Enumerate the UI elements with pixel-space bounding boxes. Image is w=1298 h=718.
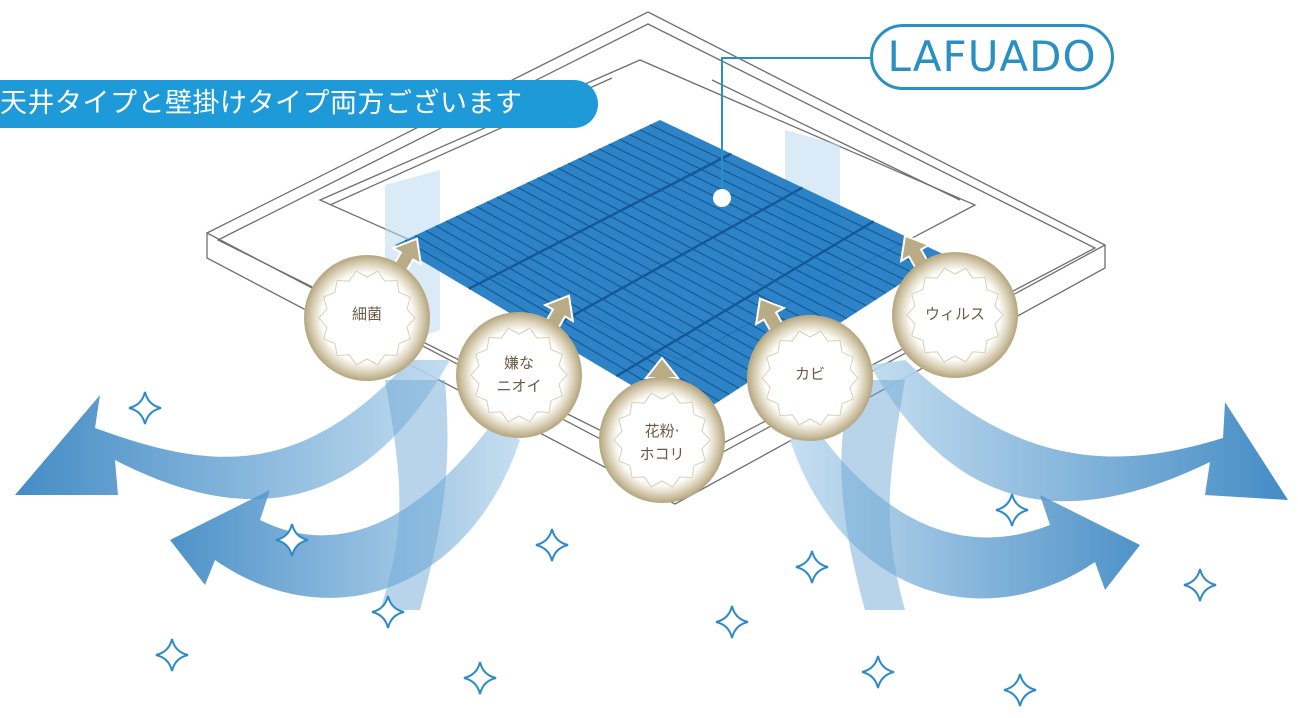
sparkle-icon bbox=[371, 595, 405, 629]
badge-label-virus: ウィルス bbox=[924, 305, 985, 323]
badge-mold bbox=[747, 297, 873, 441]
filter-divider bbox=[615, 220, 875, 378]
sparkle-icon bbox=[715, 605, 749, 639]
sparkle-icon bbox=[463, 661, 497, 695]
badge-inner bbox=[906, 267, 1004, 363]
sparkle-icon bbox=[535, 528, 569, 562]
airflow-left bbox=[15, 360, 520, 610]
filter-divider bbox=[541, 186, 804, 334]
badge-label-bacteria: 細菌 bbox=[351, 305, 382, 323]
badge-label-pollen: 花粉· ホコリ bbox=[639, 422, 685, 463]
filter-divider bbox=[468, 152, 732, 290]
airflow-right bbox=[790, 360, 1288, 610]
sparkle-icon bbox=[1183, 568, 1217, 602]
banner-text: 天井タイプと壁掛けタイプ両方ございます bbox=[0, 80, 598, 128]
sparkle-icon bbox=[861, 655, 895, 689]
badge-label-mold: カビ bbox=[794, 365, 825, 383]
logo-pointer bbox=[713, 57, 870, 207]
sparkle-icon bbox=[995, 493, 1029, 527]
sparkle-icon bbox=[1003, 673, 1037, 707]
badge-odor bbox=[456, 294, 582, 438]
sparkle-icon bbox=[155, 638, 189, 672]
badge-virus bbox=[892, 234, 1018, 378]
badge-inner bbox=[318, 270, 416, 366]
brand-logo: LAFUADO bbox=[870, 24, 1114, 90]
badge-label-odor: 嫌な ニオイ bbox=[496, 354, 542, 395]
badge-bacteria bbox=[304, 237, 430, 381]
sparkle-icon bbox=[128, 391, 162, 425]
badge-inner bbox=[761, 330, 859, 426]
badge-inner bbox=[470, 327, 568, 423]
badge-pollen bbox=[599, 356, 725, 503]
sparkle-icon bbox=[795, 550, 829, 584]
badge-inner bbox=[613, 392, 711, 488]
sparkle-icon bbox=[275, 523, 309, 557]
